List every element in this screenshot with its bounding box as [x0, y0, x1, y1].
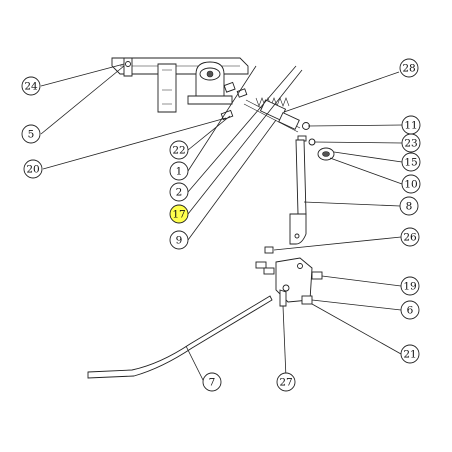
callout-circle [400, 276, 420, 296]
callout-5: 5 [21, 124, 41, 144]
callout-number: 20 [26, 164, 39, 176]
callout-number: 28 [402, 63, 415, 75]
callout-number: 11 [404, 120, 417, 132]
callout-27: 27 [276, 372, 296, 392]
callout-6: 6 [400, 300, 420, 320]
callout-number: 6 [407, 305, 414, 317]
upper-frame-assembly [111, 57, 335, 245]
callout-20: 20 [23, 159, 43, 179]
callout-number: 22 [172, 145, 185, 157]
lower-bracket-assembly [87, 246, 323, 379]
callout-circle [276, 372, 296, 392]
callout-circle [399, 196, 419, 216]
callout-10: 10 [401, 174, 421, 194]
callout-circle [169, 140, 189, 160]
callout-26: 26 [400, 227, 420, 247]
callout-circle [401, 133, 421, 153]
callout-2: 2 [169, 182, 189, 202]
leader-lines [40, 63, 403, 383]
callout-number: 7 [209, 377, 216, 389]
callout-circle [169, 182, 189, 202]
callout-number: 26 [403, 232, 417, 244]
callout-circle [169, 230, 189, 250]
callout-number: 5 [28, 129, 35, 141]
callout-23: 23 [401, 133, 421, 153]
callout-number: 27 [279, 377, 292, 389]
callout-circle [399, 58, 419, 78]
callout-number: 24 [24, 81, 38, 93]
callout-circle [400, 300, 420, 320]
callout-number: 9 [176, 235, 183, 247]
callout-circle [400, 227, 420, 247]
callout-number: 10 [404, 179, 417, 191]
callout-7: 7 [202, 372, 222, 392]
callout-number: 21 [403, 349, 416, 361]
callout-circle [202, 372, 222, 392]
callout-number: 17 [172, 209, 185, 221]
callout-circle [400, 344, 420, 364]
callout-number: 2 [176, 187, 183, 199]
callout-8: 8 [399, 196, 419, 216]
callout-circle [23, 159, 43, 179]
callout-22: 22 [169, 140, 189, 160]
callout-28: 28 [399, 58, 419, 78]
callout-circle [401, 174, 421, 194]
callout-15: 15 [401, 152, 421, 172]
callout-circle [21, 124, 41, 144]
callout-circle [401, 152, 421, 172]
callout-11: 11 [401, 115, 421, 135]
callout-9: 9 [169, 230, 189, 250]
callout-24: 24 [21, 76, 41, 96]
callout-number: 15 [404, 157, 417, 169]
callout-number: 23 [404, 138, 417, 150]
callout-circle [169, 204, 189, 224]
callout-circle [21, 76, 41, 96]
callout-circle [169, 161, 189, 181]
callout-number: 19 [403, 281, 416, 293]
callout-1: 1 [169, 161, 189, 181]
callout-number: 8 [406, 201, 413, 213]
callout-17: 17 [169, 204, 189, 224]
callout-19: 19 [400, 276, 420, 296]
callout-number: 1 [176, 166, 183, 178]
callout-21: 21 [400, 344, 420, 364]
